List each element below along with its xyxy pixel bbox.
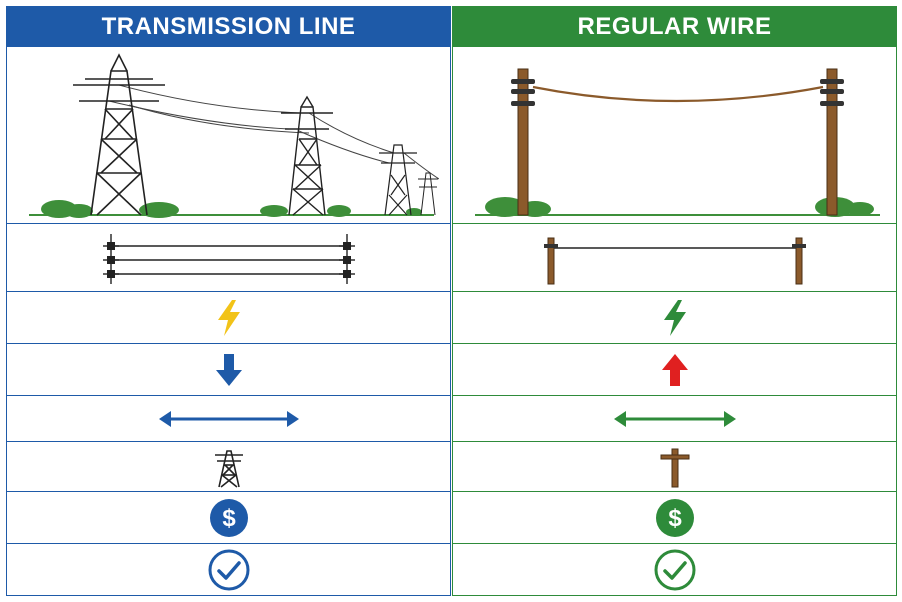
right-wooden-pole [819,68,844,216]
double-arrow-icon [158,410,299,427]
transmission-voltage-row [7,291,450,343]
multi-wire-line-icon [102,233,355,284]
regular-header: REGULAR WIRE [453,7,896,47]
transmission-distance-row [7,395,450,441]
transmission-scene-row [7,47,450,223]
regular-check-row [453,543,896,595]
transmission-column: TRANSMISSION LINE [6,6,451,596]
dollar-coin-icon: $ [209,498,248,537]
left-wooden-pole [510,68,535,216]
wooden-pole-scene [474,68,880,217]
transmission-check-row [7,543,450,595]
regular-voltage-row [453,291,896,343]
small-lattice-tower [378,144,417,216]
checkmark-circle-icon [654,549,695,590]
regular-scene-row [453,47,896,223]
distant-lattice-tower [417,172,438,216]
regular-column: REGULAR WIRE [452,6,897,596]
lightning-icon-green [663,299,686,336]
double-arrow-icon [613,410,736,427]
medium-lattice-tower [280,95,333,216]
lattice-tower-icon [214,449,243,488]
checkmark-circle-icon [208,549,249,590]
transmission-header: TRANSMISSION LINE [7,7,450,47]
transmission-cost-row: $ [7,491,450,543]
transmission-structure-row [7,441,450,491]
transmission-tower-scene [28,53,439,218]
regular-wires-row [453,223,896,291]
arrow-up-icon [661,353,688,386]
regular-distance-row [453,395,896,441]
transmission-title: TRANSMISSION LINE [101,13,356,40]
regular-loss-row [453,343,896,395]
single-wire-line-icon [543,237,806,284]
wooden-pole-icon [660,448,689,487]
regular-structure-row [453,441,896,491]
lightning-icon-yellow [217,299,240,336]
large-lattice-tower [72,53,165,216]
svg-text:$: $ [222,505,236,532]
regular-cost-row: $ [453,491,896,543]
transmission-wires-row [7,223,450,291]
dollar-coin-icon: $ [655,498,694,537]
transmission-loss-row [7,343,450,395]
svg-text:$: $ [668,505,682,532]
arrow-down-icon [215,353,242,386]
regular-title: REGULAR WIRE [577,13,772,40]
